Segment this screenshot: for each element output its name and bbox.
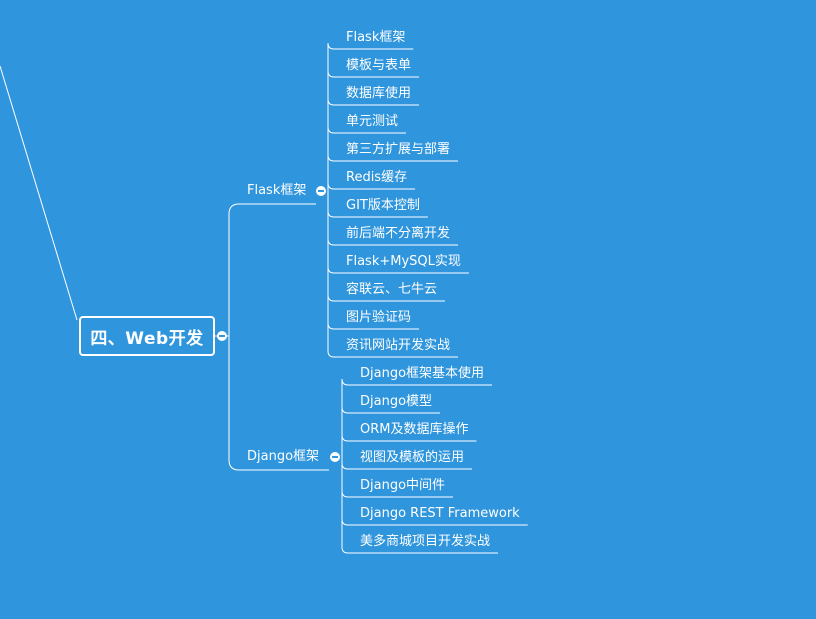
root-topic-label: 四、Web开发 [90, 328, 204, 349]
leaf-node[interactable]: Redis缓存 [346, 170, 408, 185]
branch-spine [228, 203, 240, 471]
leaf-node[interactable]: ORM及数据库操作 [360, 422, 469, 437]
leaf-node[interactable]: 视图及模板的运用 [360, 450, 465, 465]
branch-flask[interactable]: Flask框架 [247, 183, 307, 198]
leaf-underline [327, 350, 459, 358]
leaf-node[interactable]: Flask+MySQL实现 [346, 254, 461, 269]
leaf-node[interactable]: 容联云、七牛云 [346, 282, 438, 297]
root-collapse-icon[interactable] [217, 331, 227, 341]
leaf-node[interactable]: 前后端不分离开发 [346, 226, 451, 241]
leaf-node[interactable]: Django中间件 [360, 478, 446, 493]
leaf-node[interactable]: Django框架基本使用 [360, 366, 485, 381]
leaf-underline [341, 546, 499, 554]
leaf-node[interactable]: 图片验证码 [346, 310, 412, 325]
leaf-node[interactable]: Flask框架 [346, 30, 406, 45]
django-collapse-icon[interactable] [330, 452, 340, 462]
branch-django[interactable]: Django框架 [247, 449, 320, 464]
leaf-node[interactable]: 美多商城项目开发实战 [360, 534, 491, 549]
root-topic[interactable]: 四、Web开发 [79, 316, 215, 356]
leaf-node[interactable]: 数据库使用 [346, 86, 412, 101]
leaf-node[interactable]: Django模型 [360, 394, 433, 409]
flask-collapse-icon[interactable] [316, 186, 326, 196]
leaf-node[interactable]: GIT版本控制 [346, 198, 420, 213]
leaf-node[interactable]: 第三方扩展与部署 [346, 142, 451, 157]
leaf-node[interactable]: Django REST Framework [360, 506, 520, 521]
leaf-node[interactable]: 资讯网站开发实战 [346, 338, 451, 353]
parent-connector [0, 65, 78, 321]
leaf-node[interactable]: 模板与表单 [346, 58, 412, 73]
leaf-node[interactable]: 单元测试 [346, 114, 399, 129]
